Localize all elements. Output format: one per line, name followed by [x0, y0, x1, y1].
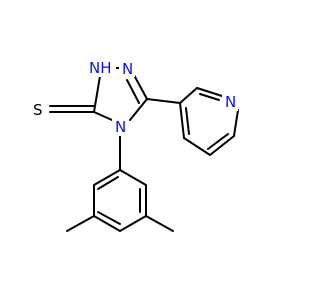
- bond-pyr-6: [179, 102, 185, 139]
- bond-ar-4: [119, 215, 147, 232]
- bond-pyr-4b: [207, 133, 229, 150]
- atom-label-pyridine-n: N: [225, 93, 236, 111]
- atom-label-s: S: [33, 101, 43, 119]
- bond-c3-n4: [129, 98, 148, 121]
- bond-pyr-5: [183, 137, 211, 156]
- atom-labels: NH N N N S: [30, 57, 238, 136]
- bond-n4-c5: [93, 111, 113, 121]
- bond-ar-3b: [97, 211, 121, 225]
- bond-c5-n1: [93, 75, 101, 113]
- atom-label-nh: NH: [89, 59, 112, 77]
- bond-pyr-6b: [185, 107, 190, 135]
- bond-n2-c3-double: [126, 79, 140, 104]
- bond-c3-pyr: [146, 98, 181, 104]
- atom-label-n2: N: [122, 60, 133, 78]
- bond-methyl-right: [145, 215, 174, 232]
- bond-ar-6: [119, 169, 147, 186]
- bond-n2-c3: [133, 74, 148, 100]
- bond-pyr-2b: [199, 93, 220, 101]
- pyridine-ring: [146, 87, 239, 156]
- bond-ar-1b: [97, 176, 119, 190]
- bond-pyr-1: [179, 87, 198, 104]
- dimethylphenyl-ring: [66, 169, 174, 232]
- bond-ar-1: [93, 169, 121, 186]
- atom-label-n4: N: [115, 118, 126, 136]
- molecule-structure: NH N N N S: [30, 57, 239, 232]
- bond-pyr-2: [196, 87, 223, 97]
- bond-pyr-3: [233, 109, 239, 137]
- bond-ar-3: [93, 215, 121, 232]
- triazole-ring: [49, 67, 148, 121]
- bond-pyr-4: [209, 135, 235, 156]
- bond-methyl-left: [66, 215, 95, 232]
